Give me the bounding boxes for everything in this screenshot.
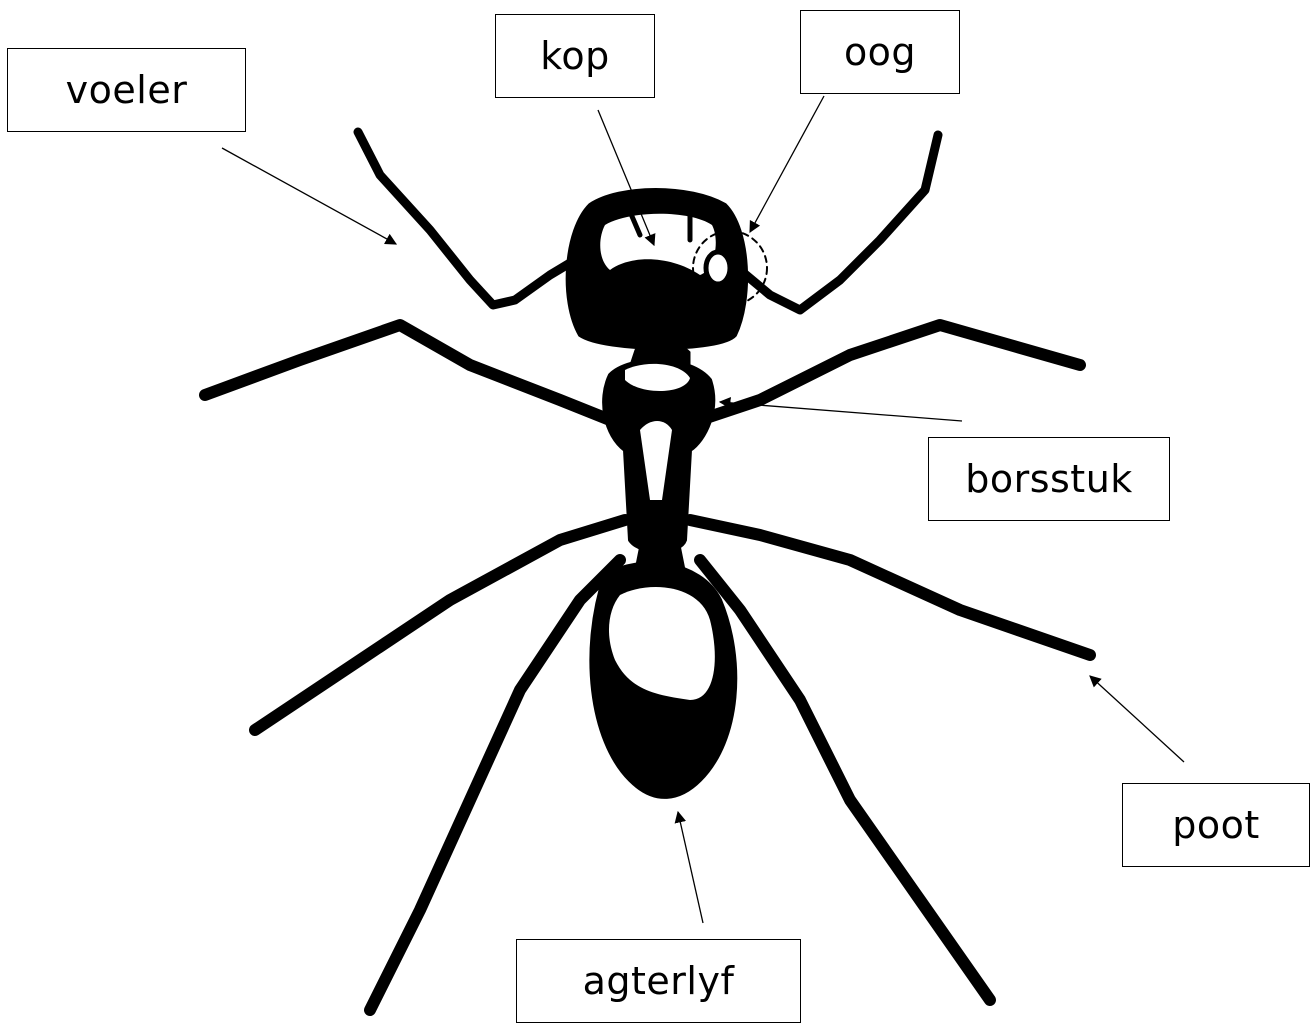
poot-pointer — [1090, 676, 1184, 762]
voeler-label-box: voeler — [7, 48, 246, 132]
oog-label-box: oog — [800, 10, 960, 94]
front-right-leg — [700, 325, 1080, 420]
kop-label: kop — [540, 34, 610, 78]
right-antenna — [740, 135, 938, 310]
borsstuk-label: borsstuk — [965, 457, 1133, 501]
poot-label: poot — [1172, 803, 1260, 847]
borsstuk-pointer — [720, 402, 962, 421]
poot-label-box: poot — [1122, 783, 1310, 867]
agterlyf-label: agterlyf — [583, 959, 735, 1003]
voeler-label: voeler — [66, 68, 188, 112]
ant-illustration — [205, 132, 1090, 1010]
agterlyf-label-box: agterlyf — [516, 939, 801, 1023]
ant-eye — [706, 252, 730, 284]
hind-right-leg — [700, 560, 990, 1000]
kop-label-box: kop — [495, 14, 655, 98]
oog-pointer — [750, 96, 824, 232]
borsstuk-label-box: borsstuk — [928, 437, 1170, 521]
front-left-leg — [205, 325, 610, 420]
oog-label: oog — [844, 30, 916, 74]
agterlyf-pointer — [678, 812, 703, 923]
left-antenna — [358, 132, 575, 305]
